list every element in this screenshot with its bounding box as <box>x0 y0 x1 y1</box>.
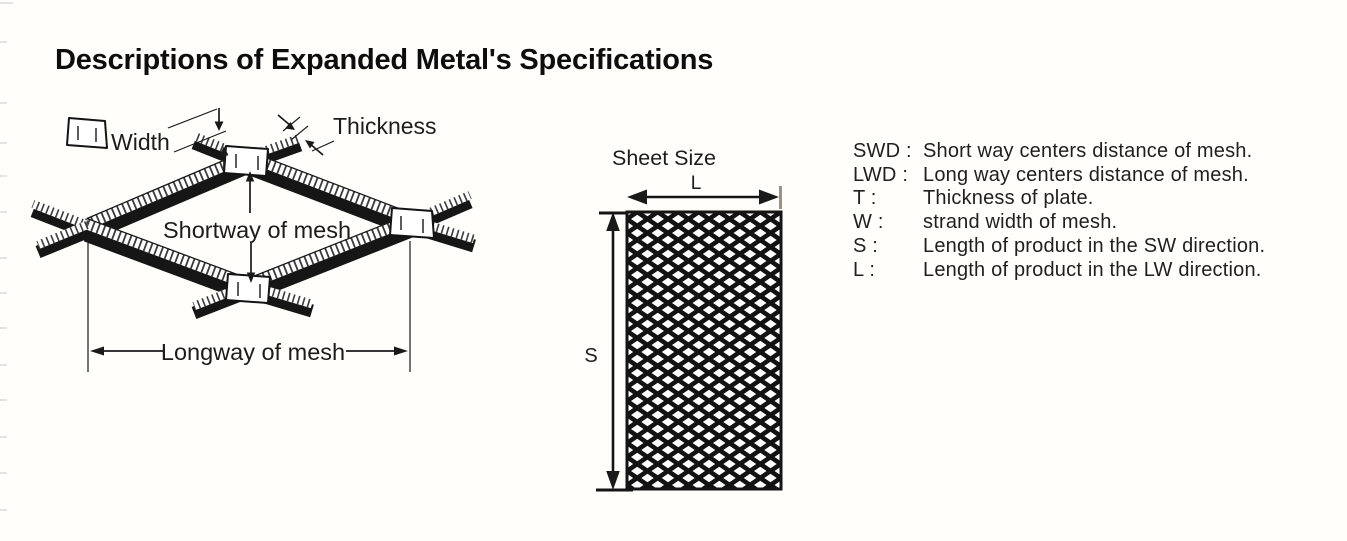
definition-term: T : <box>853 187 877 210</box>
sheet-mesh-panel <box>625 210 783 491</box>
definition-row: W : strand width of mesh. <box>853 211 1265 235</box>
sheet-size-diagram: Sheet Size L S <box>584 146 783 492</box>
node-left <box>66 117 108 149</box>
node-bottom <box>225 273 271 304</box>
strand-side-faces <box>83 156 416 302</box>
definition-term: SWD : <box>853 140 912 162</box>
definition-row: L : Length of product in the LW directio… <box>853 259 1265 283</box>
definitions-list: SWD : Short way centers distance of mesh… <box>853 140 1265 282</box>
definition-row: T : Thickness of plate. <box>853 187 1265 211</box>
thickness-dimension: Thickness <box>277 113 437 156</box>
strand-top-faces <box>84 150 415 290</box>
definition-description: Length of product in the SW direction. <box>923 234 1266 257</box>
longway-dimension: Longway of mesh <box>87 241 411 372</box>
definition-term: LWD : <box>853 163 909 186</box>
definition-description: Short way centers distance of mesh. <box>923 140 1253 162</box>
thickness-label: Thickness <box>333 113 437 139</box>
s-dimension-label: S <box>584 345 597 367</box>
definition-description: strand width of mesh. <box>923 211 1118 234</box>
definition-description: Thickness of plate. <box>923 187 1094 210</box>
node-top <box>223 145 269 177</box>
definition-term: S : <box>853 234 879 257</box>
mesh-nodes <box>66 117 435 304</box>
width-label: Width <box>111 129 170 155</box>
width-dimension: Width <box>111 108 229 169</box>
shortway-dimension: Shortway of mesh <box>163 171 351 283</box>
definition-row: S : Length of product in the SW directio… <box>853 235 1265 259</box>
definition-description: Length of product in the LW direction. <box>923 258 1262 281</box>
l-dimension-line <box>627 186 782 209</box>
node-right <box>389 207 435 239</box>
definition-term: L : <box>853 258 876 281</box>
mesh-diagram: Width Thickness Shortway of mesh <box>30 108 476 372</box>
l-dimension-label: L <box>691 173 702 194</box>
definition-row: LWD : Long way centers distance of mesh. <box>853 164 1265 188</box>
strand-top-edges <box>86 149 413 280</box>
sheet-size-title: Sheet Size <box>612 146 716 170</box>
left-edge-ruler-ticks <box>0 2 13 511</box>
definition-row: SWD : Short way centers distance of mesh… <box>853 140 1265 164</box>
definition-term: W : <box>853 211 884 234</box>
definition-description: Long way centers distance of mesh. <box>923 163 1249 186</box>
shortway-label: Shortway of mesh <box>163 217 351 243</box>
s-dimension-line <box>596 211 633 492</box>
longway-label: Longway of mesh <box>161 339 345 365</box>
page-title: Descriptions of Expanded Metal's Specifi… <box>55 44 714 76</box>
